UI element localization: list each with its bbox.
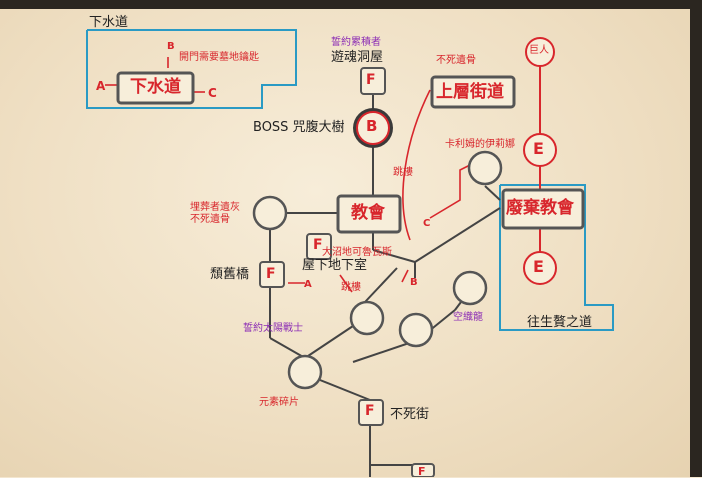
abandoned-church-region-outline [499,184,614,331]
note-sky-dragon: 空織龍 [453,312,483,323]
note-undead-bone-left: 不死遺骨 [190,214,230,225]
sewer-region-outline [86,29,297,109]
boss-icon[interactable]: B [366,117,378,135]
area-boxes [116,67,585,477]
note-karim: 卡利姆的伊莉娜 [445,139,515,150]
note-element-shard: 元素碎片 [259,397,299,408]
area-bridge[interactable]: 頹舊橋 [210,267,250,282]
boss-tree-label[interactable]: BOSS 咒腹大樹 [253,120,345,135]
sewer-door-note: 開門需要墓地鑰匙 [179,52,259,63]
marker-b-sewer: B [167,41,175,52]
elevator-icon-top[interactable]: E [533,139,544,158]
note-undead-bone-top: 不死遺骨 [436,55,476,66]
area-undead-street[interactable]: 不死街 [390,407,430,422]
marker-b-main: B [410,277,418,288]
area-upper-street[interactable]: 上層街道 [436,82,504,102]
elevator-icon-bottom[interactable]: E [533,257,544,276]
note-gravekeeper: 埋葬者遺灰 [190,202,240,213]
waypoints [252,150,503,390]
marker-c-main: C [423,218,431,229]
area-basement[interactable]: 屋下地下室 [302,258,368,273]
bonfire-icon-bridge[interactable]: F [266,266,276,282]
note-big-swamp: 大沼地可魯瓦斯 [322,247,392,258]
note-covenant-sun: 誓約太陽戰士 [243,323,303,334]
sewer-title: 下水道 [89,15,129,30]
bonfire-icon-soul-cave[interactable]: F [366,72,376,88]
area-soul-cave[interactable]: 遊魂洞屋 [331,50,384,65]
area-sinner-path[interactable]: 往生贅之道 [527,315,593,330]
red-nodes [523,37,557,285]
note-jump-1: 跳樓 [393,167,413,178]
bonfire-icon-basement[interactable]: F [313,237,323,253]
boss-gear [353,108,393,148]
area-church[interactable]: 教會 [351,203,385,223]
area-abandoned-church[interactable]: 廢棄教會 [506,198,574,218]
top-frame [0,0,702,9]
note-covenant-soul: 誓約累積者 [331,37,381,48]
jump-arrows [105,57,471,293]
bonfire-icon-bottom[interactable]: F [418,465,426,478]
right-frame [690,0,702,477]
marker-a-bridge: A [304,279,312,290]
sewer-box-label[interactable]: 下水道 [130,77,181,97]
marker-a-sewer: A [96,79,106,93]
marker-c-sewer: C [208,86,217,100]
note-jump-2: 跳樓 [341,282,361,293]
bonfire-icon-undead-street[interactable]: F [365,403,375,419]
giant-label[interactable]: 巨人 [529,45,549,56]
